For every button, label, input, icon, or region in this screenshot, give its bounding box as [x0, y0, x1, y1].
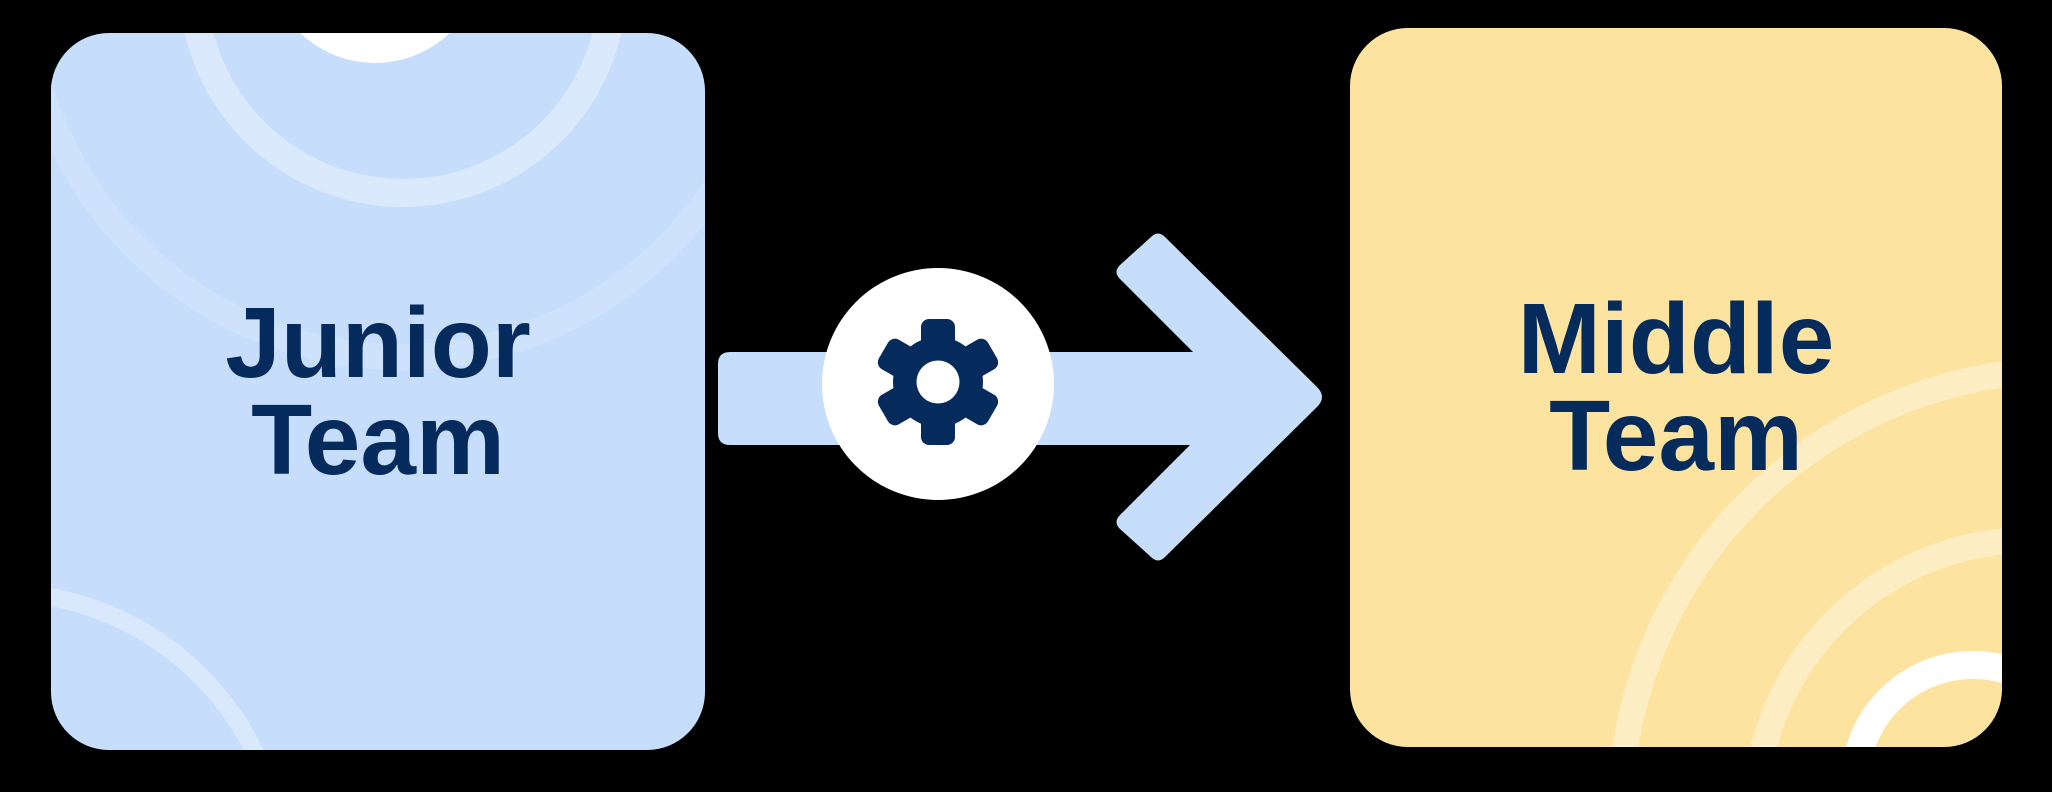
card-title-line: Team: [251, 383, 505, 496]
middle-team-card: Middle Team: [1350, 28, 2002, 747]
gear-icon: [877, 319, 999, 445]
middle-team-label: Middle Team: [1517, 282, 1835, 492]
card-title-line: Team: [1549, 379, 1803, 492]
card-title-line: Middle: [1517, 282, 1835, 395]
junior-team-label: Junior Team: [225, 286, 531, 496]
card-title-line: Junior: [225, 286, 531, 399]
